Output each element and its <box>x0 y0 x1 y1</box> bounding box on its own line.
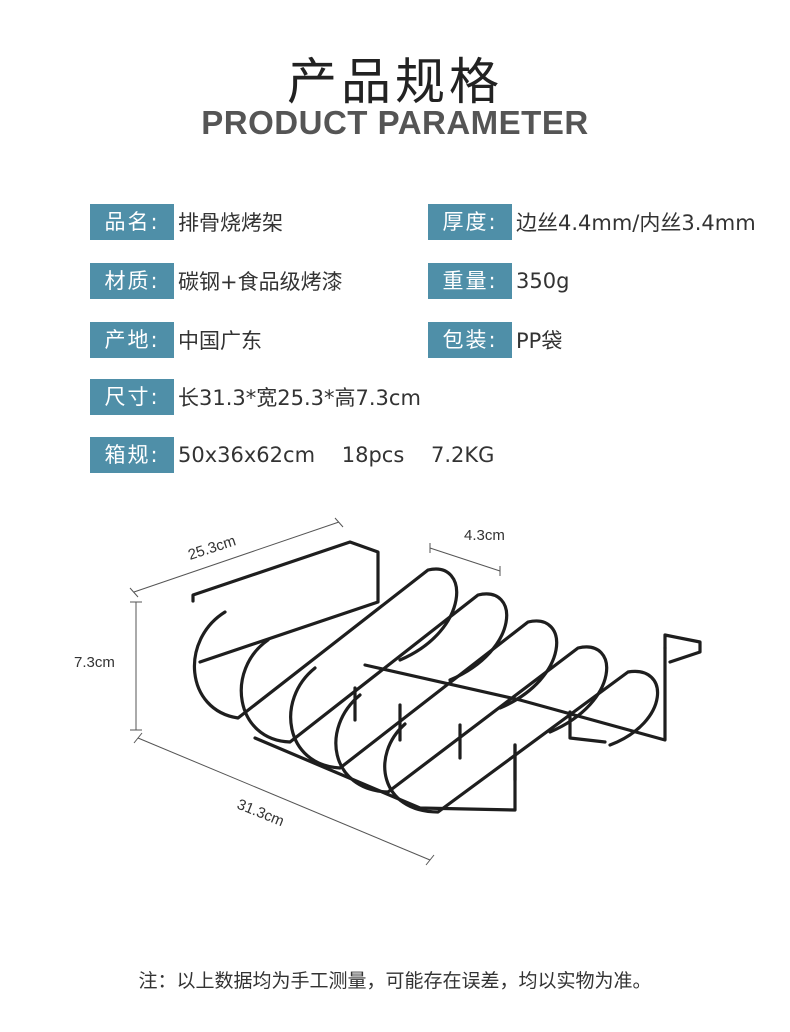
param-origin-value: 中国广东 <box>178 329 262 353</box>
gap-label: 4.3cm <box>464 527 505 544</box>
param-origin-label: 产地: <box>90 322 174 358</box>
measurement-note: 注：以上数据均为手工测量，可能存在误差，均以实物为准。 <box>138 970 652 992</box>
height-label: 7.3cm <box>74 654 115 671</box>
page-subtitle: PRODUCT PARAMETER <box>201 104 589 141</box>
param-box-value: 50x36x62cm 18pcs 7.2KG <box>178 443 495 467</box>
width-dimension-line <box>133 521 340 593</box>
param-size-label: 尺寸: <box>90 379 174 415</box>
param-box: 箱规: 50x36x62cm 18pcs 7.2KG <box>90 437 494 473</box>
param-thickness-value: 边丝4.4mm/内丝3.4mm <box>516 211 756 235</box>
param-name-label: 品名: <box>90 204 174 240</box>
param-size-value: 长31.3*宽25.3*高7.3cm <box>178 386 421 410</box>
param-name-value: 排骨烧烤架 <box>178 211 283 235</box>
dimension-lines <box>129 517 501 866</box>
length-dimension-line <box>137 737 431 861</box>
param-weight: 重量: 350g <box>428 263 569 299</box>
param-material-label: 材质: <box>90 263 174 299</box>
param-package: 包装: PP袋 <box>428 322 562 358</box>
product-dimension-figure: 25.3cm 4.3cm 7.3cm 31.3cm <box>74 517 702 866</box>
param-name: 品名: 排骨烧烤架 <box>90 204 283 240</box>
param-package-label: 包装: <box>428 322 512 358</box>
param-box-label: 箱规: <box>90 437 174 473</box>
param-origin: 产地: 中国广东 <box>90 322 262 358</box>
param-material-value: 碳钢+食品级烤漆 <box>178 270 343 294</box>
param-weight-label: 重量: <box>428 263 512 299</box>
length-label: 31.3cm <box>235 796 287 830</box>
param-material: 材质: 碳钢+食品级烤漆 <box>90 263 343 299</box>
param-thickness: 厚度: 边丝4.4mm/内丝3.4mm <box>428 204 756 240</box>
param-size: 尺寸: 长31.3*宽25.3*高7.3cm <box>90 379 421 415</box>
page-title: 产品规格 <box>287 53 503 111</box>
rib-rack-image <box>191 540 702 814</box>
param-thickness-label: 厚度: <box>428 204 512 240</box>
param-package-value: PP袋 <box>516 329 563 353</box>
param-weight-value: 350g <box>516 269 570 293</box>
gap-dimension-line <box>429 547 501 572</box>
